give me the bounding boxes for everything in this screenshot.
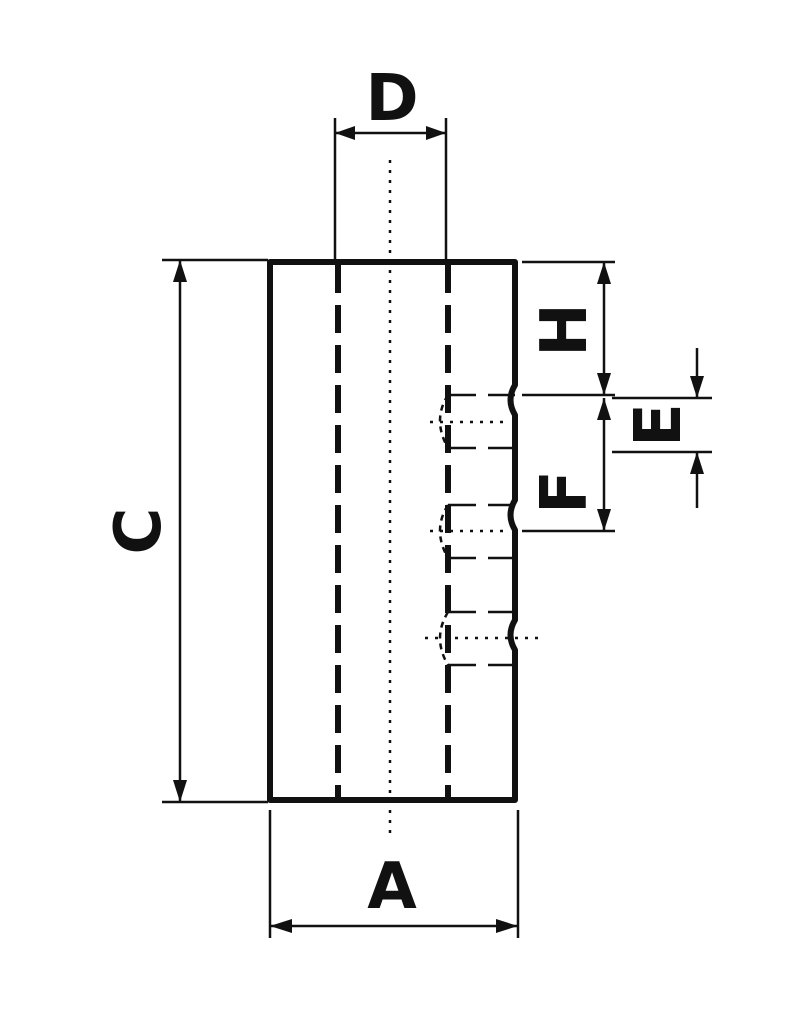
groove-3 — [425, 610, 540, 667]
label-e: E — [622, 403, 696, 447]
dimension-e — [612, 348, 712, 508]
dimension-h — [522, 260, 615, 397]
label-c: C — [102, 508, 176, 555]
dimension-f — [522, 398, 615, 533]
label-a: A — [367, 850, 417, 924]
dimension-c — [162, 258, 268, 804]
groove-1 — [430, 393, 515, 450]
dimension-a — [268, 810, 520, 938]
groove-2 — [430, 503, 515, 560]
label-h: H — [528, 303, 602, 357]
part-outline — [267, 259, 518, 803]
label-f: F — [528, 470, 602, 514]
label-d: D — [365, 62, 418, 136]
dimension-d — [333, 118, 448, 262]
